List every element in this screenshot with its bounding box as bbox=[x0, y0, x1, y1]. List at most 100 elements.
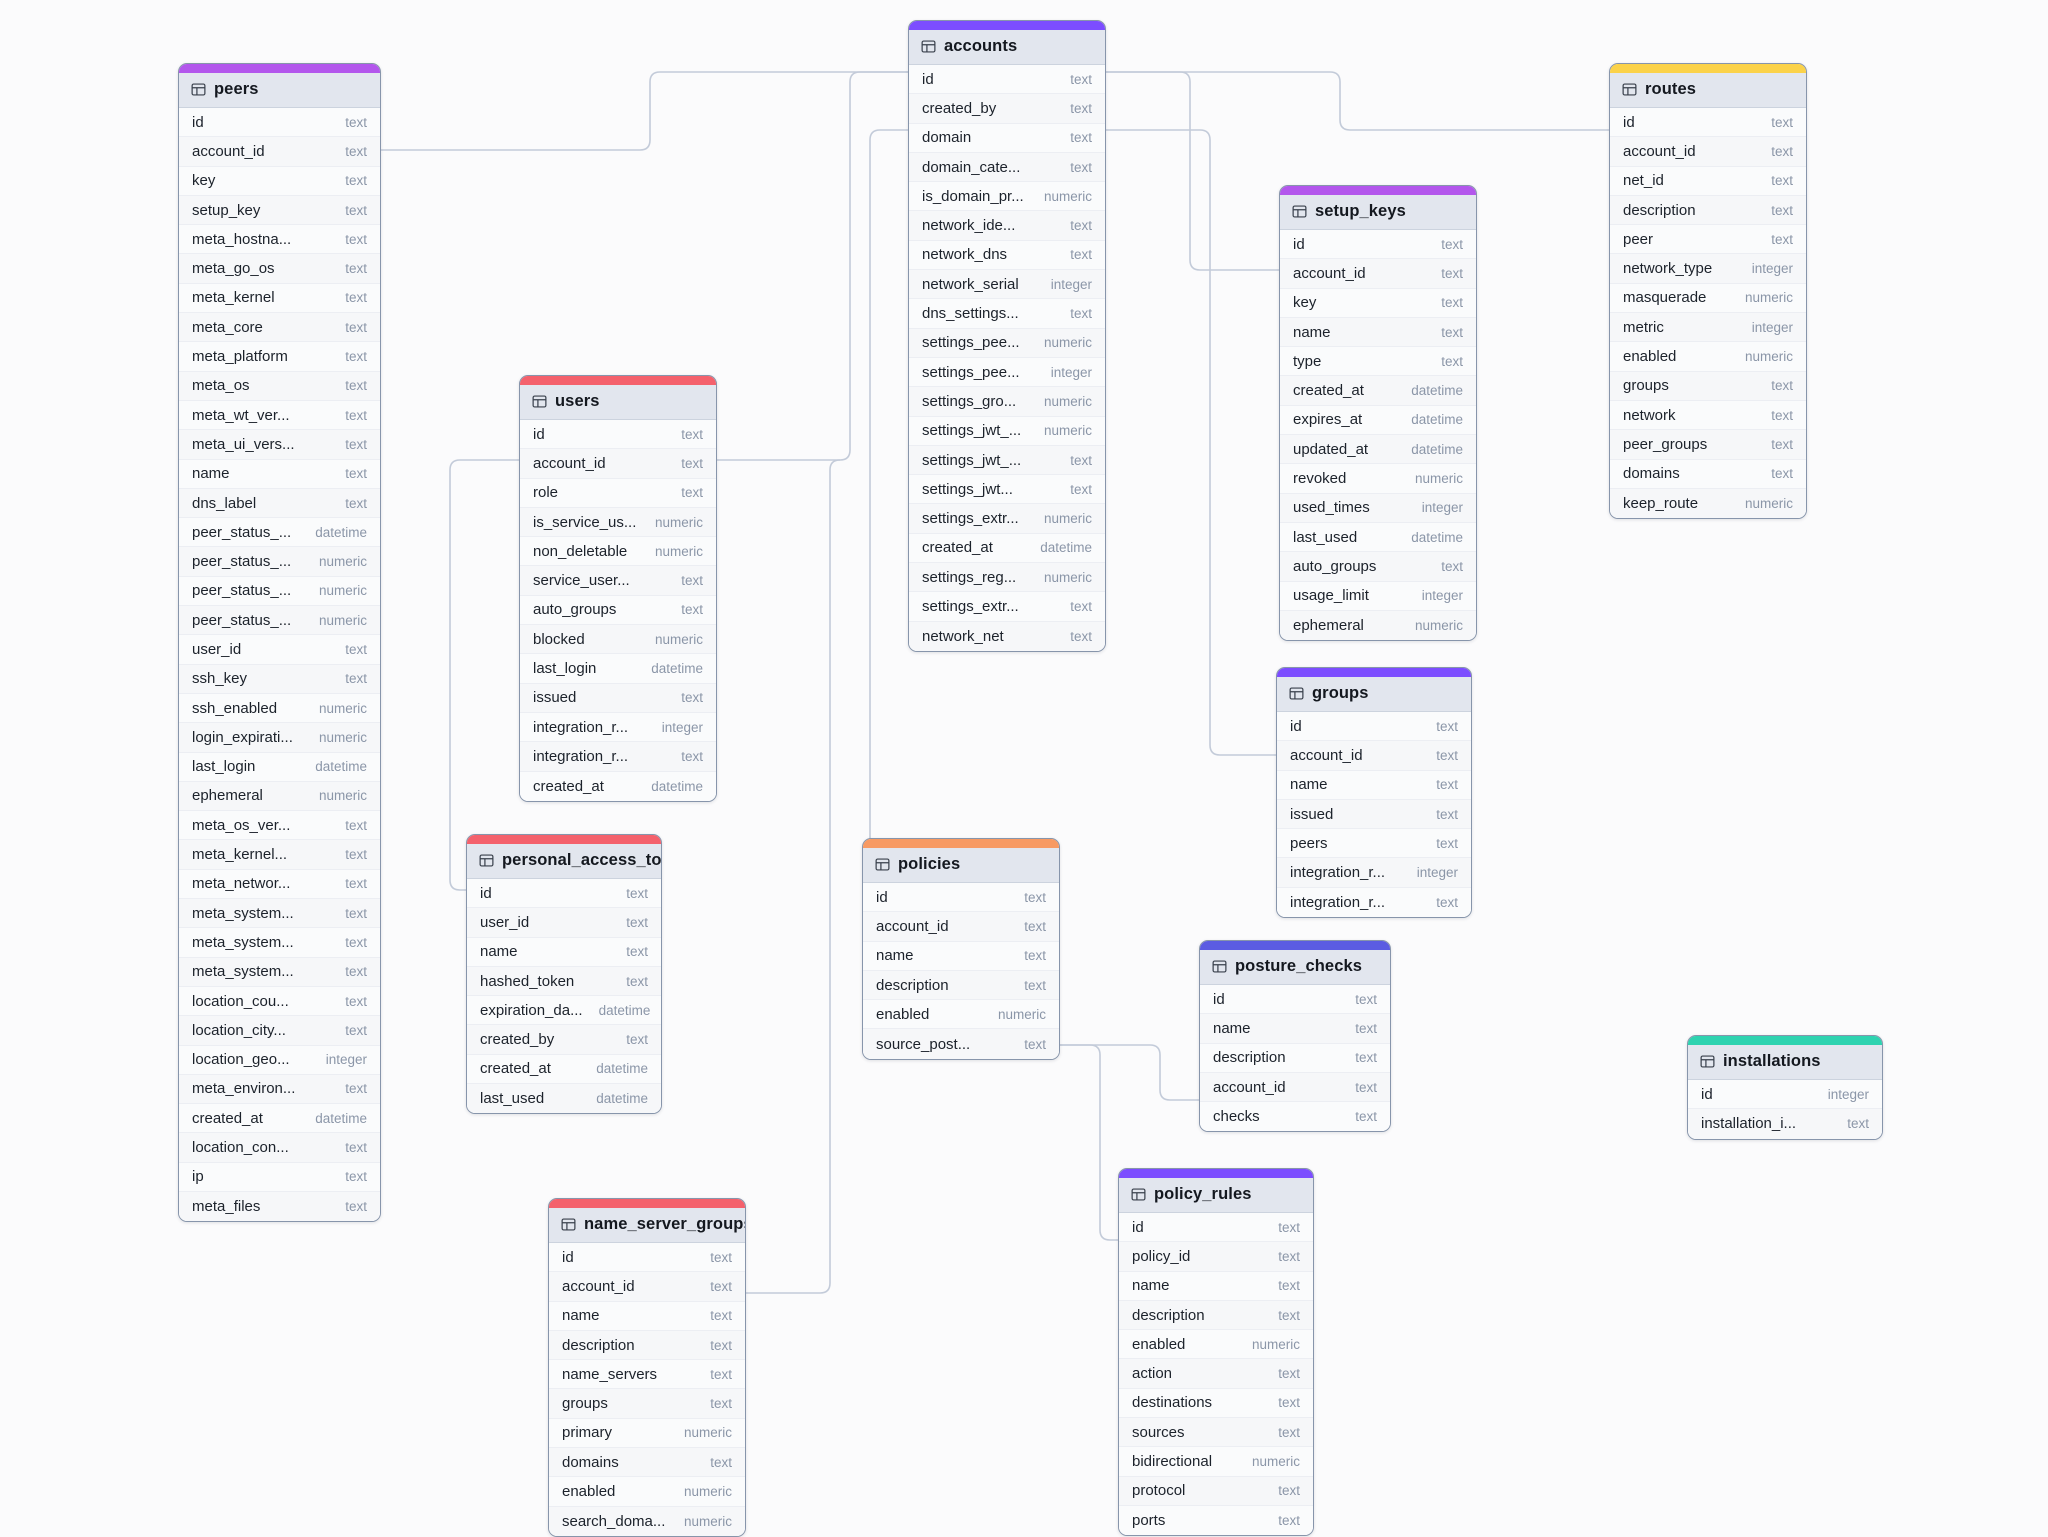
table-header[interactable]: posture_checks bbox=[1200, 950, 1390, 985]
table-row[interactable]: meta_system...text bbox=[179, 957, 380, 987]
table-row[interactable]: is_service_us...numeric bbox=[520, 507, 716, 538]
table-row[interactable]: meta_os_ver...text bbox=[179, 811, 380, 841]
table-row[interactable]: settings_gro...numeric bbox=[909, 387, 1105, 417]
table-header[interactable]: policy_rules bbox=[1119, 1178, 1313, 1213]
table-row[interactable]: settings_pee...numeric bbox=[909, 328, 1105, 358]
table-row[interactable]: source_post...text bbox=[863, 1029, 1059, 1059]
table-row[interactable]: settings_jwt...text bbox=[909, 475, 1105, 505]
table-header[interactable]: setup_keys bbox=[1280, 195, 1476, 230]
table-row[interactable]: is_domain_pr...numeric bbox=[909, 182, 1105, 212]
table-row[interactable]: settings_extr...text bbox=[909, 592, 1105, 622]
table-row[interactable]: meta_system...text bbox=[179, 928, 380, 958]
table-header[interactable]: policies bbox=[863, 848, 1059, 883]
table-row[interactable]: domain_cate...text bbox=[909, 152, 1105, 183]
table-node-personal_access_tokens[interactable]: personal_access_tokensidtextuser_idtextn… bbox=[466, 834, 662, 1115]
table-header[interactable]: routes bbox=[1610, 73, 1806, 108]
table-row[interactable]: service_user...text bbox=[520, 566, 716, 596]
table-row[interactable]: login_expirati...numeric bbox=[179, 723, 380, 753]
table-row[interactable]: meta_kernel...text bbox=[179, 840, 380, 870]
table-row[interactable]: settings_jwt_...numeric bbox=[909, 416, 1105, 446]
table-row[interactable]: location_city...text bbox=[179, 1016, 380, 1046]
table-row[interactable]: dns_settings...text bbox=[909, 299, 1105, 329]
table-row[interactable]: integration_r...text bbox=[520, 742, 716, 772]
table-row[interactable]: location_con...text bbox=[179, 1133, 380, 1163]
table-row[interactable]: network_ide...text bbox=[909, 211, 1105, 241]
table-row[interactable]: meta_environ...text bbox=[179, 1074, 380, 1105]
table-header[interactable]: name_server_groups bbox=[549, 1208, 745, 1243]
table-row[interactable]: meta_networ...text bbox=[179, 869, 380, 900]
table-row[interactable]: settings_extr...numeric bbox=[909, 504, 1105, 534]
